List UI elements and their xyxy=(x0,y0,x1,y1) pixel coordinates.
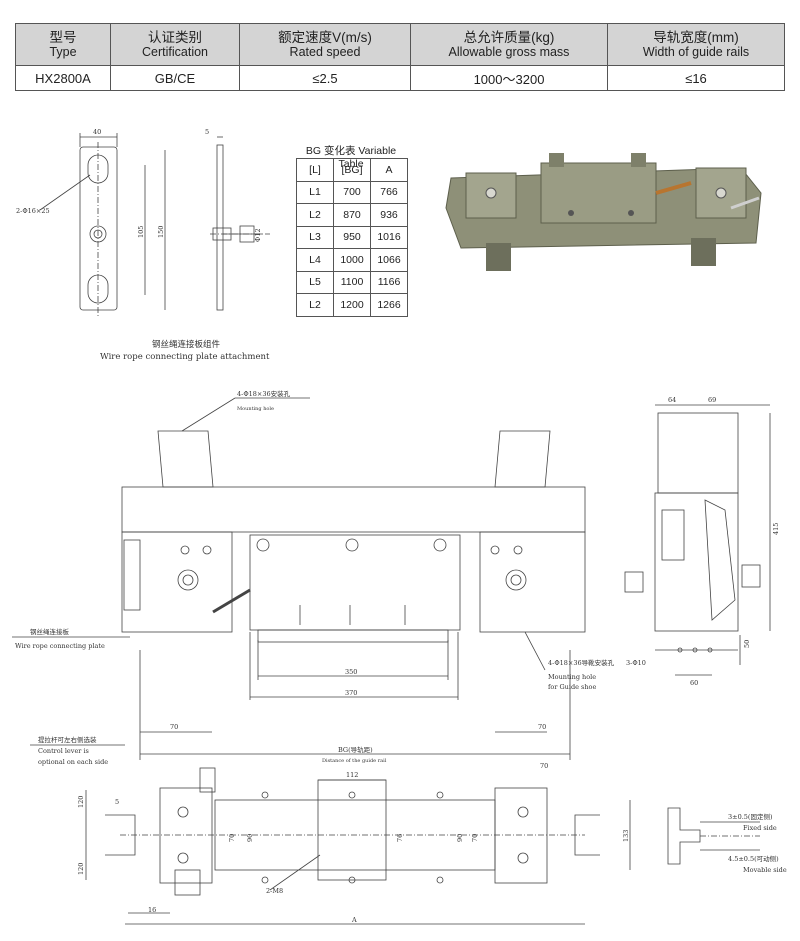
dim-70-left: 70 xyxy=(170,723,178,731)
spec-value-row: HX2800A GB/CE ≤2.5 1000～3200 ≤16 xyxy=(15,65,785,91)
dim-70-r2: 70 xyxy=(540,762,548,770)
side-view xyxy=(624,404,771,676)
vt-cell: 766 xyxy=(370,180,408,204)
dim-phi12: Φ12 xyxy=(254,228,262,242)
vt-header: A xyxy=(370,158,408,182)
shoe-hole-en2: for Guide shoe xyxy=(548,683,596,691)
shoe-hole-en1: Mounting hole xyxy=(548,673,596,681)
vt-cell: 700 xyxy=(333,180,371,204)
value-rated-speed: ≤2.5 xyxy=(239,65,411,91)
plate-side-view xyxy=(210,136,270,311)
value-certification: GB/CE xyxy=(110,65,240,91)
dim-112: 112 xyxy=(346,771,358,779)
vt-cell: 1066 xyxy=(370,248,408,272)
lever-note-cn: 提拉杆可左右侧选装 xyxy=(38,735,97,744)
dim-64: 64 xyxy=(668,396,676,404)
dim-70-a: 70 xyxy=(228,834,236,842)
dim-133: 133 xyxy=(622,830,630,842)
dim-90-a: 90 xyxy=(246,834,254,842)
m8-note: 2-M8 xyxy=(266,887,283,895)
dim-120-top: 120 xyxy=(77,796,85,808)
side-hole-note: 3-Φ10 xyxy=(626,659,646,667)
plate-caption-en: Wire rope connecting plate attachment xyxy=(100,352,270,362)
dim-50: 50 xyxy=(743,640,751,648)
dim-5-plan: 5 xyxy=(115,798,119,806)
dim-69: 69 xyxy=(708,396,716,404)
vt-cell: 936 xyxy=(370,203,408,227)
vt-cell: 1266 xyxy=(370,293,408,317)
product-photo xyxy=(441,148,764,278)
fixed-side-en: Fixed side xyxy=(743,824,777,832)
shoe-hole-cn: 4-Φ18×36导靴安装孔 xyxy=(548,658,615,667)
dim-16: 16 xyxy=(148,906,156,914)
bg-en: Distance of the guide rail xyxy=(322,758,387,764)
movable-side-cn: 4.5±0.5(可动侧) xyxy=(728,854,779,863)
dim-5: 5 xyxy=(205,128,209,136)
mount-hole-cn: 4-Φ18×36安装孔 xyxy=(237,389,291,398)
dim-90-b: 90 xyxy=(456,834,464,842)
bg-cn: BG(导轨距) xyxy=(338,745,373,754)
lever-note-en1: Control lever is xyxy=(38,747,89,755)
dim-350: 350 xyxy=(345,668,357,676)
lever-note-en2: optional on each side xyxy=(38,758,108,766)
dim-70-b: 70 xyxy=(471,834,479,842)
vt-cell: L1 xyxy=(296,180,334,204)
value-gross-mass: 1000～3200 xyxy=(410,65,608,91)
plate-front-view xyxy=(39,133,166,316)
rail-detail xyxy=(667,807,760,865)
dim-A: A xyxy=(351,916,357,924)
movable-side-en: Movable side xyxy=(743,866,787,874)
vt-cell: 1016 xyxy=(370,225,408,249)
header-rated-speed: 额定速度V(m/s)Rated speed xyxy=(239,23,411,66)
value-rail-width: ≤16 xyxy=(607,65,785,91)
front-view xyxy=(12,397,586,700)
value-type: HX2800A xyxy=(15,65,111,91)
hole-note: 2-Φ16×25 xyxy=(16,207,50,215)
dim-370: 370 xyxy=(345,689,357,697)
vt-cell: 950 xyxy=(333,225,371,249)
vt-cell: L2 xyxy=(296,203,334,227)
dim-40: 40 xyxy=(93,128,101,136)
plate-caption-cn: 钢丝绳连接板组件 xyxy=(152,340,221,350)
dim-415: 415 xyxy=(772,523,780,535)
vt-cell: 870 xyxy=(333,203,371,227)
dim-76: 76 xyxy=(396,834,404,842)
dim-105: 105 xyxy=(137,226,145,238)
plate-label-cn: 钢丝绳连接板 xyxy=(30,627,70,636)
dim-150: 150 xyxy=(157,226,165,238)
vt-cell: L2 xyxy=(296,293,334,317)
plate-label-en: Wire rope connecting plate xyxy=(15,642,105,650)
plan-view xyxy=(30,650,631,925)
dim-70-right: 70 xyxy=(538,723,546,731)
dim-120-bot: 120 xyxy=(77,863,85,875)
fixed-side-cn: 3±0.5(固定侧) xyxy=(728,812,773,821)
vt-cell: 1000 xyxy=(333,248,371,272)
dim-60: 60 xyxy=(690,679,698,687)
header-gross-mass: 总允许质量(kg)Allowable gross mass xyxy=(410,23,608,66)
variable-table-header: [L] [BG] A xyxy=(296,158,408,182)
header-rail-width: 导轨宽度(mm)Width of guide rails xyxy=(607,23,785,66)
mount-hole-en: Mounting hole xyxy=(237,406,274,412)
